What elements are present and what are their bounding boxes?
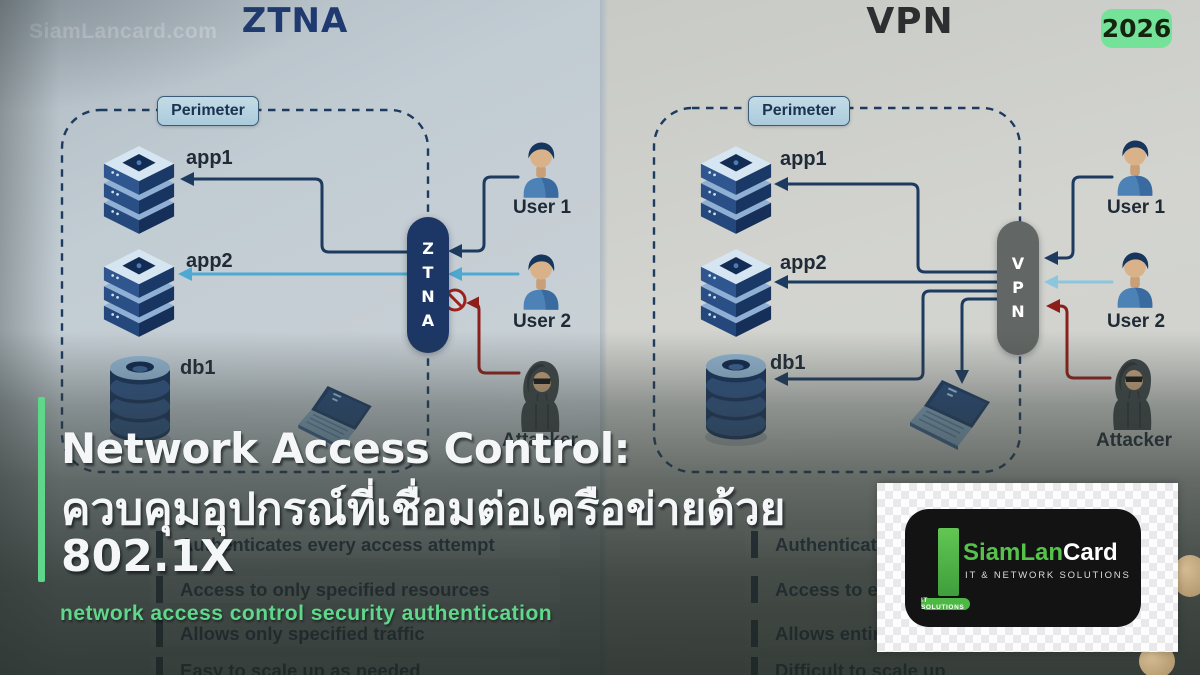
watermark: SiamLancard.com (29, 20, 218, 43)
arrowhead (448, 267, 462, 281)
laptop-icon (905, 380, 995, 452)
ztna-user1-label: User 1 (512, 197, 572, 218)
gateway-letter: N (421, 287, 435, 306)
gateway-letter: A (421, 311, 435, 330)
gateway-letter: P (1012, 278, 1024, 297)
vpn-user1-label: User 1 (1106, 197, 1166, 218)
arrowhead (1044, 251, 1058, 265)
arrowhead (180, 172, 194, 186)
vpn-app2-label: app2 (780, 252, 827, 274)
vpn-attacker-label: Attacker (1095, 430, 1173, 451)
arrowhead (466, 296, 479, 310)
gateway-letter: V (1011, 254, 1025, 273)
arrowhead (1046, 299, 1060, 313)
brand-name: SiamLanCard (963, 539, 1118, 567)
ztna-user1-to-gateway-line (456, 175, 520, 253)
vpn-user1-to-gateway-line (1056, 175, 1114, 260)
vpn-perimeter-label: Perimeter (748, 96, 850, 126)
vpn-app1-label: app1 (780, 148, 827, 170)
server-icon (100, 146, 178, 236)
ztna-gateway-pillar: Z T N A (407, 217, 449, 353)
overlay-keywords: network access control security authenti… (60, 602, 553, 625)
ztna-app1-label: app1 (186, 147, 233, 169)
vpn-attacker-allowed-line (1056, 304, 1112, 380)
vpn-db1-label: db1 (770, 352, 806, 374)
vpn-gateway-to-db1-line (786, 289, 1002, 381)
brand-name-white: Card (1063, 539, 1118, 566)
vpn-gateway-to-laptop-line (960, 297, 1002, 372)
arrowhead (448, 244, 462, 258)
ztna-title: ZTNA (241, 1, 349, 41)
vpn-title: VPN (866, 1, 954, 42)
vpn-user2-label: User 2 (1106, 311, 1166, 332)
brand-logo-block: IT SOLUTIONS SiamLanCard IT & NETWORK SO… (877, 483, 1178, 652)
database-icon (703, 347, 769, 447)
ztna-perimeter-label: Perimeter (157, 96, 259, 126)
server-icon (697, 146, 775, 236)
server-icon (100, 249, 178, 339)
overlay-title-thai: ควบคุมอุปกรณ์ที่เชื่อมต่อเครือข่ายด้วย (61, 484, 786, 535)
arrowhead (774, 275, 788, 289)
server-icon (697, 249, 775, 339)
ztna-app2-label: app2 (186, 250, 233, 272)
overlay-title-standard: 802.1X (61, 531, 235, 582)
arrowhead (1044, 275, 1058, 289)
attacker-icon (513, 358, 567, 432)
ztna-user2-label: User 2 (512, 311, 572, 332)
gateway-letter: T (422, 263, 434, 282)
vpn-gateway-pillar: V P N (997, 221, 1039, 355)
user-icon (1111, 138, 1159, 196)
ztna-db1-label: db1 (180, 357, 216, 379)
ztna-gateway-to-app1-line (192, 177, 410, 254)
gateway-letter: N (1011, 302, 1025, 321)
overlay-title-english: Network Access Control: (61, 424, 630, 473)
brand-tagline: IT & NETWORK SOLUTIONS (965, 570, 1131, 581)
user-icon (1111, 250, 1159, 308)
accent-green-bar (38, 397, 45, 582)
user-icon (517, 140, 565, 198)
attacker-icon (1105, 356, 1159, 430)
user-icon (517, 252, 565, 310)
logo-it-solutions-badge: IT SOLUTIONS (921, 597, 970, 611)
logo-green-bar-icon (938, 528, 959, 596)
gateway-letter: Z (422, 239, 434, 258)
year-badge: 2026 (1101, 9, 1172, 48)
arrowhead (774, 177, 788, 191)
brand-name-green: SiamLan (963, 539, 1064, 566)
brand-logo-card: IT SOLUTIONS SiamLanCard IT & NETWORK SO… (905, 509, 1141, 627)
